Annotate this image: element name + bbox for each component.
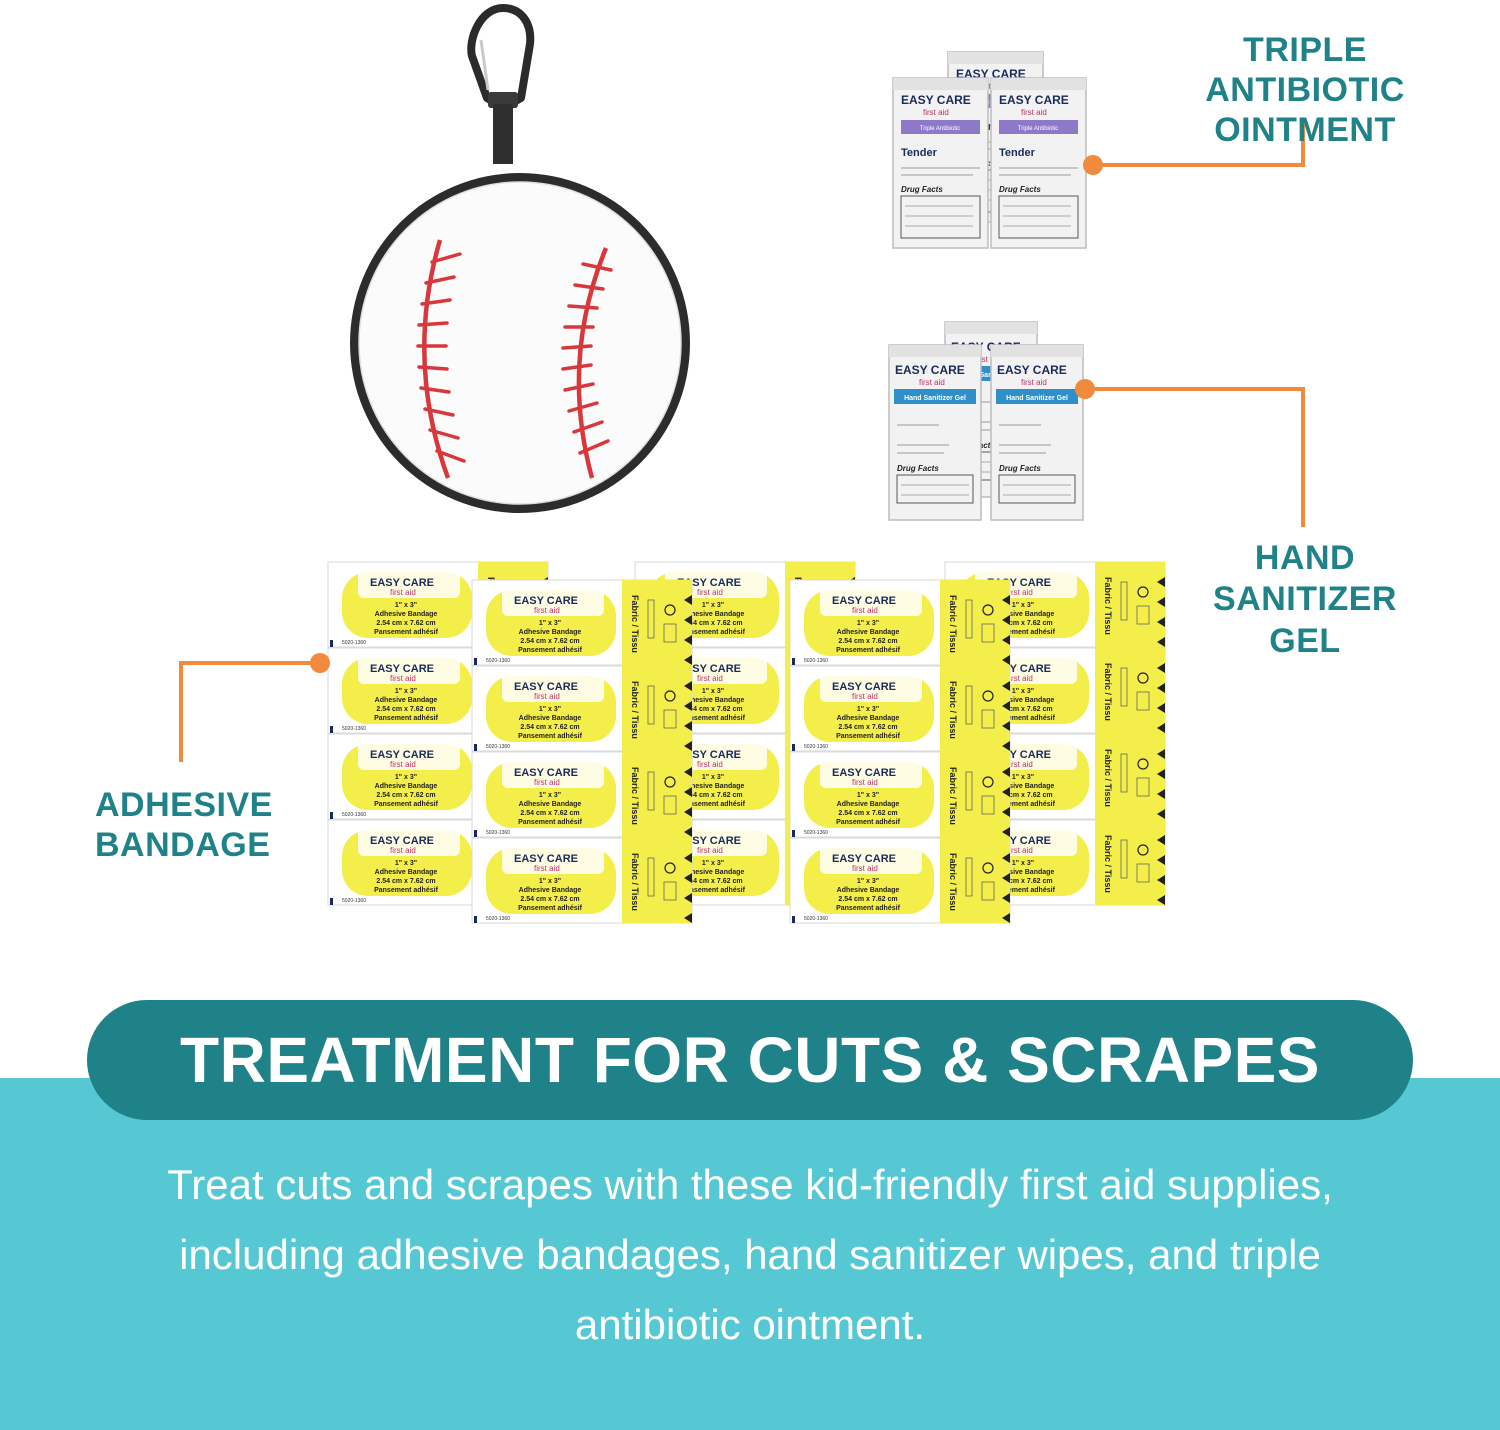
sanitizer-callout-line: GEL — [1269, 621, 1341, 660]
bandage-callout-line: ADHESIVE — [95, 786, 273, 824]
ointment-callout-line: TRIPLE ANTIBIOTIC — [1205, 31, 1405, 110]
bandage-callout-line: BANDAGE — [95, 826, 271, 865]
description: Treat cuts and scrapes with these kid-fr… — [150, 1150, 1350, 1360]
baseball-pouch — [350, 4, 690, 513]
description-line: antibiotic ointment. — [574, 1301, 926, 1348]
description-line: Treat cuts and scrapes with these kid-fr… — [167, 1161, 1333, 1208]
sanitizer-callout-line: HAND — [1254, 539, 1356, 577]
headline: TREATMENT FOR CUTS & SCRAPES — [180, 1024, 1320, 1096]
sanitizer-callout: HAND SANITIZER GEL — [1200, 538, 1410, 662]
ointment-callout: TRIPLE ANTIBIOTIC OINTMENT — [1150, 30, 1460, 150]
ointment-callout-line: OINTMENT — [1214, 111, 1396, 150]
headline-pill: TREATMENT FOR CUTS & SCRAPES — [87, 1000, 1413, 1120]
sanitizer-connector — [1075, 379, 1305, 527]
bandage-connector — [179, 653, 330, 762]
sanitizer-callout-line: SANITIZER — [1213, 580, 1397, 619]
ointment-connector — [1083, 122, 1305, 175]
bottom-banner-background — [0, 1078, 1500, 1430]
product-illustration: EASY CARE first aid Triple Antibiotic Te… — [179, 4, 1305, 1000]
adhesive-bandages — [328, 562, 1165, 923]
description-line: including adhesive bandages, hand saniti… — [179, 1231, 1321, 1278]
ointment-packets — [892, 51, 1087, 249]
bandage-callout: ADHESIVE BANDAGE — [95, 785, 275, 865]
baseball-icon — [358, 181, 682, 505]
sanitizer-packets — [888, 321, 1084, 521]
